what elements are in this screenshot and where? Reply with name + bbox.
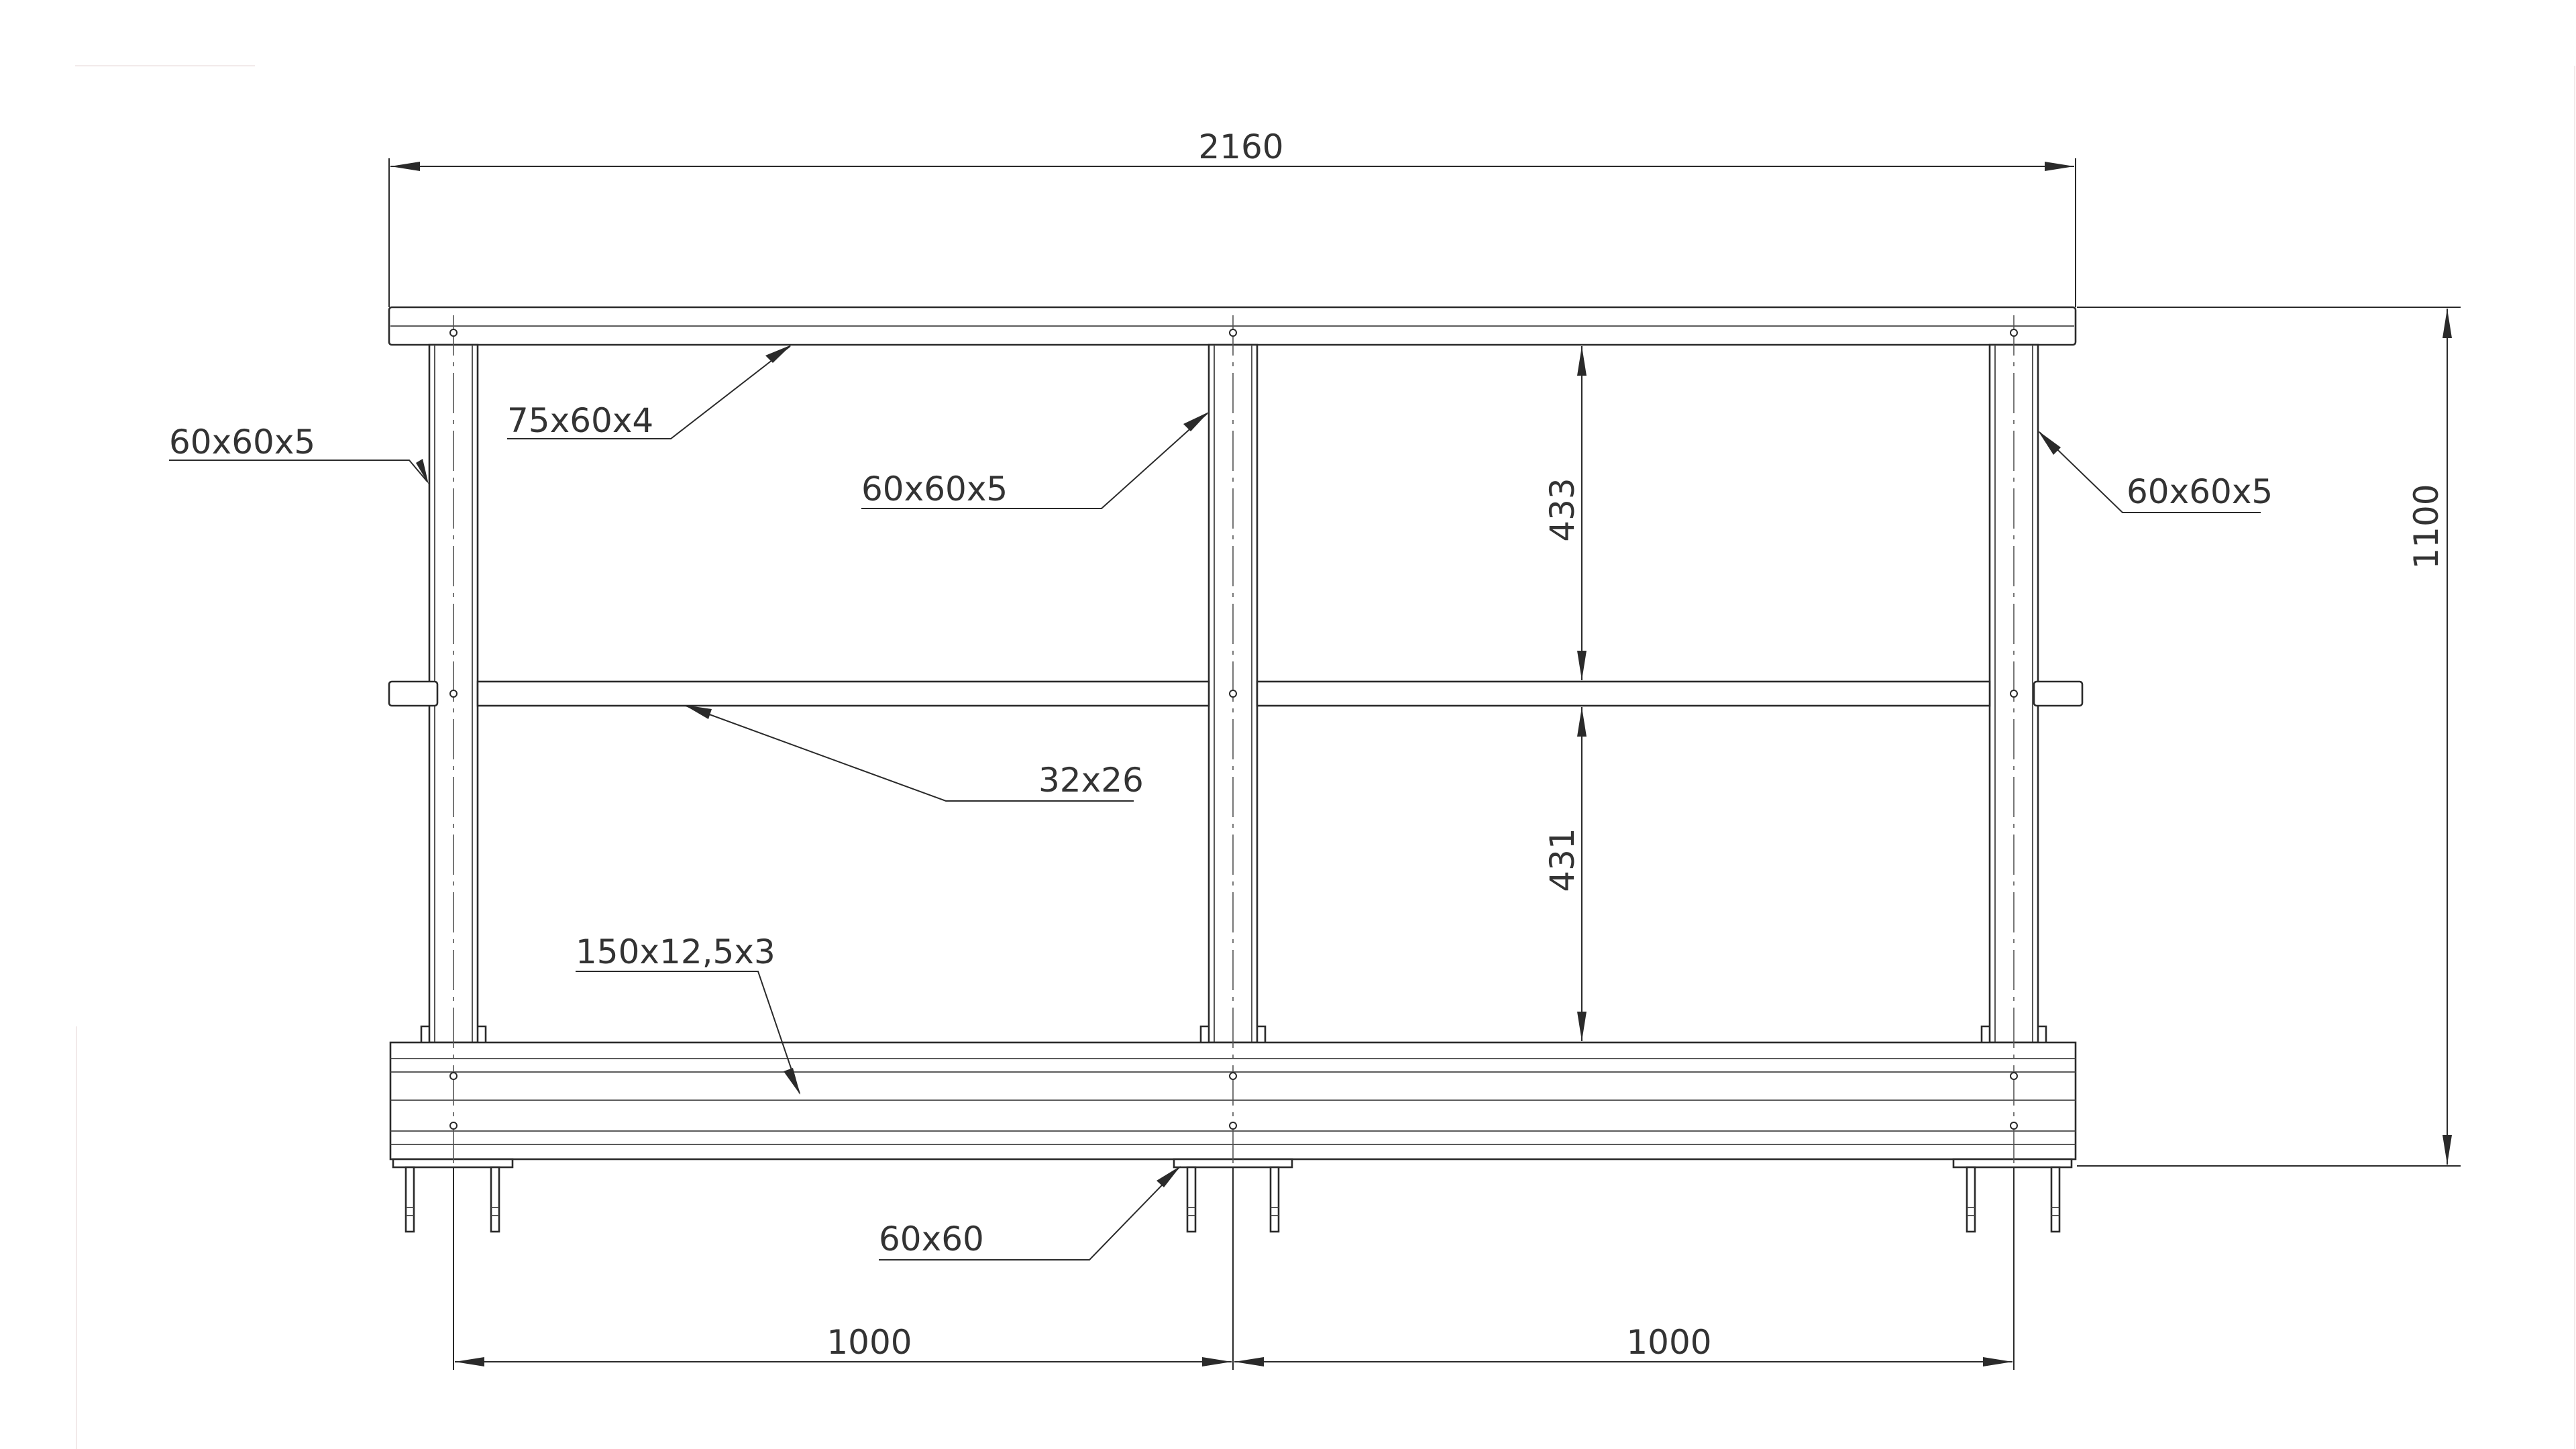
leader-handrail bbox=[507, 345, 792, 439]
base-plate-left bbox=[392, 1158, 514, 1233]
dimension-upper-gap-label: 433 bbox=[1543, 478, 1582, 541]
callout-base-plate: 60x60 bbox=[879, 1220, 984, 1258]
leader-toe-board bbox=[576, 971, 800, 1095]
dimension-post-spacing-right-label: 1000 bbox=[1626, 1323, 1711, 1362]
dimension-overall-height bbox=[2077, 307, 2461, 1167]
dimension-post-spacing-left-label: 1000 bbox=[826, 1323, 912, 1362]
leader-left-post bbox=[169, 459, 429, 484]
handrail bbox=[388, 306, 2077, 346]
dimension-post-spacing bbox=[453, 1167, 2015, 1370]
dimension-lower-gap bbox=[1577, 707, 1587, 1041]
leader-right-post bbox=[2038, 431, 2261, 513]
dimension-lower-gap-label: 431 bbox=[1543, 828, 1582, 892]
dimension-overall-width bbox=[388, 158, 2076, 307]
callout-toe-board: 150x12,5x3 bbox=[576, 932, 775, 971]
post-brackets bbox=[420, 1025, 2047, 1042]
callout-middle-post: 60x60x5 bbox=[861, 470, 1008, 508]
callout-knee-rail: 32x26 bbox=[1038, 761, 1144, 800]
leader-middle-post bbox=[861, 412, 1209, 509]
leader-base-plate bbox=[879, 1166, 1181, 1260]
leader-knee-rail bbox=[684, 705, 1134, 802]
dimension-overall-width-label: 2160 bbox=[1198, 127, 1283, 166]
dimension-overall-height-label: 1100 bbox=[2407, 484, 2446, 569]
callout-left-post: 60x60x5 bbox=[169, 423, 315, 462]
callout-handrail: 75x60x4 bbox=[507, 401, 653, 440]
dimension-upper-gap bbox=[1577, 346, 1587, 680]
knee-rail bbox=[388, 680, 2084, 707]
base-plate-right bbox=[1952, 1158, 2073, 1233]
center-lines bbox=[453, 315, 2015, 1167]
bolt-holes bbox=[449, 329, 2018, 1130]
callout-right-post: 60x60x5 bbox=[2127, 472, 2273, 511]
